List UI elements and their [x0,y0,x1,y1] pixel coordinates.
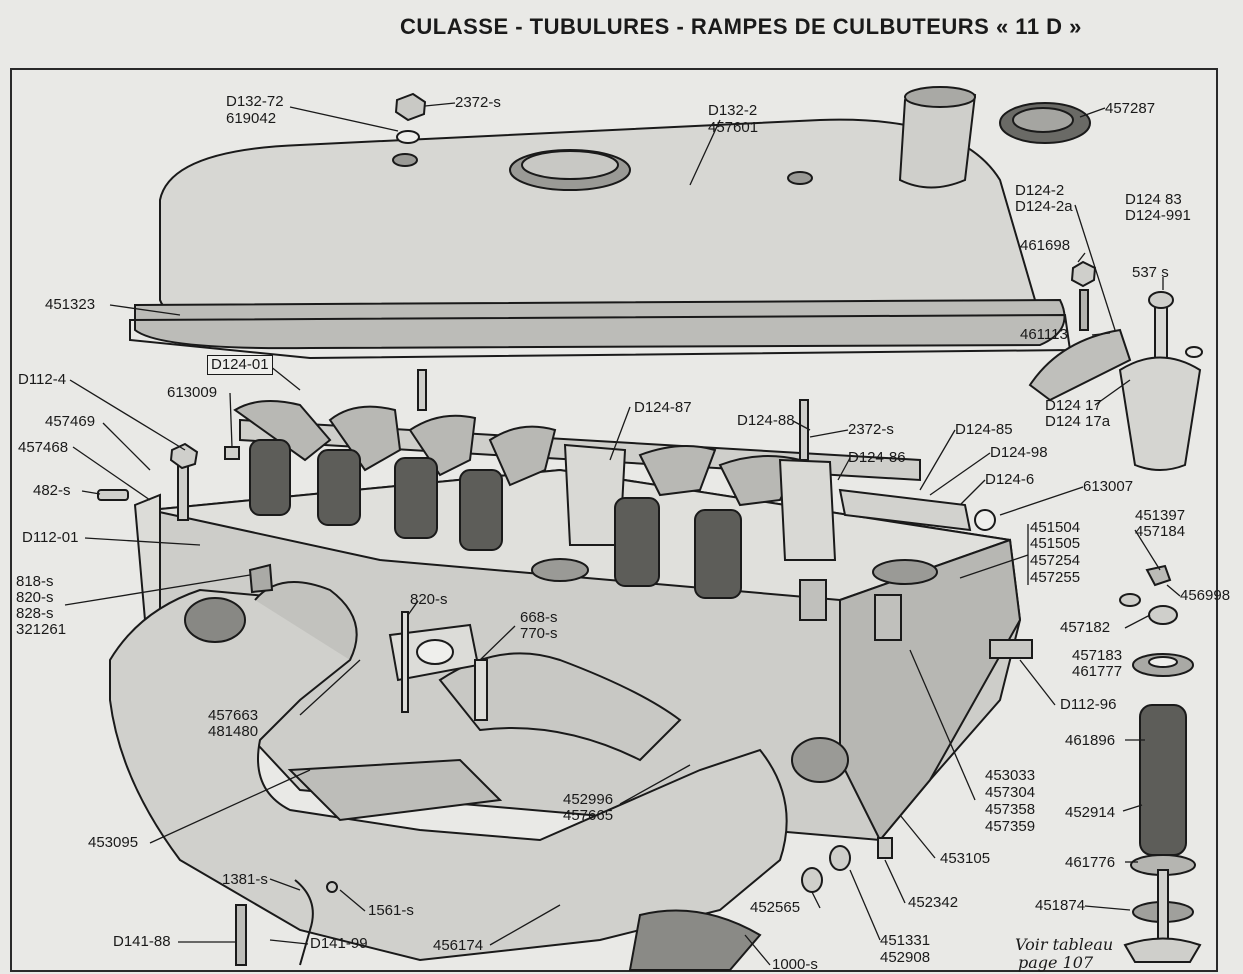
valve-springs [249,439,742,599]
label-457358: 457358 [985,801,1036,818]
label-d124-87: D124-87 [634,399,692,416]
label-452996: 452996 [563,791,614,808]
label-d124-2a: D124-2a [1015,198,1073,215]
label-457359: 457359 [985,818,1036,835]
label-457468: 457468 [18,439,69,456]
label-457304: 457304 [985,784,1036,801]
label-1000-s: 1000-s [772,956,818,973]
label-d124-83: D124 83 [1125,191,1182,208]
label-482-s: 482-s [33,482,71,499]
label-820-s-b: 820-s [410,591,448,608]
label-2372-s-mid: 2372-s [848,421,894,438]
label-d124-01: D124-01 [207,355,273,375]
leader-lines [64,102,1181,966]
label-457183: 457183 [1072,647,1123,664]
label-457601: 457601 [708,119,759,136]
label-451504: 451504 [1030,519,1081,536]
cylinder-head [148,468,1033,842]
label-613007: 613007 [1083,478,1134,495]
diagram-frame [10,68,1218,972]
small-parts [97,446,893,966]
label-451397: 451397 [1135,507,1186,524]
rocker-shaft [233,400,996,561]
label-d112-4: D112-4 [18,371,67,388]
label-668-s: 668-s [520,609,558,626]
label-1381-s: 1381-s [222,871,268,888]
note-page-107: page 107 [1018,953,1094,972]
label-457184: 457184 [1135,523,1186,540]
label-457287: 457287 [1105,100,1156,117]
exhaust-manifold [109,581,788,971]
label-d124-98: D124-98 [990,444,1048,461]
label-452914: 452914 [1065,804,1116,821]
label-d124-17: D124 17 [1045,397,1102,414]
label-820-s-a: 820-s [16,589,54,606]
label-2372-s-top: 2372-s [455,94,501,111]
label-613009: 613009 [167,384,218,401]
label-451323: 451323 [45,296,96,313]
label-461113: 461113 [1020,326,1068,343]
carburettor-flange [388,611,488,721]
cover-gasket [129,313,1072,360]
label-d124-86: D124-86 [848,449,906,466]
label-d124-6: D124-6 [985,471,1035,488]
label-537-s: 537 s [1132,264,1169,281]
label-457663: 457663 [208,707,259,724]
label-828-s: 828-s [16,605,54,622]
label-461896: 461896 [1065,732,1116,749]
label-d124-991: D124-991 [1125,207,1191,224]
label-451505: 451505 [1030,535,1081,552]
label-453105: 453105 [940,850,991,867]
studs [169,369,809,521]
label-d124-2: D124-2 [1015,182,1065,199]
label-d124-85: D124-85 [955,421,1013,438]
label-d124-88: D124-88 [737,412,795,429]
manifold-stud [248,563,274,594]
label-1561-s: 1561-s [368,902,414,919]
label-457255: 457255 [1030,569,1081,586]
rocker-parts-right [1028,260,1203,471]
label-d124-17a: D124 17a [1045,413,1111,430]
label-451331: 451331 [880,932,931,949]
label-453033: 453033 [985,767,1036,784]
rocker-cover [134,86,1066,350]
label-461776: 461776 [1065,854,1116,871]
label-d112-01: D112-01 [22,529,79,546]
label-456998: 456998 [1180,587,1231,604]
label-d141-88: D141-88 [113,933,171,950]
label-452908: 452908 [880,949,931,966]
label-452565: 452565 [750,899,801,916]
label-452342: 452342 [908,894,959,911]
label-321261: 321261 [16,621,67,638]
label-d141-99: D141-99 [310,935,368,952]
label-457182: 457182 [1060,619,1111,636]
label-770-s: 770-s [520,625,558,642]
note-voir-tableau: Voir tableau [1015,935,1114,954]
valve-assembly [1119,564,1202,963]
cover-nut [394,92,427,144]
page-title: CULASSE - TUBULURES - RAMPES DE CULBUTEU… [400,14,1082,39]
label-d132-72: D132-72 [226,93,284,110]
label-481480: 481480 [208,723,259,740]
oil-cap [999,102,1091,144]
label-461777: 461777 [1072,663,1123,680]
label-461698: 461698 [1020,237,1071,254]
label-d112-96: D112-96 [1060,696,1117,713]
label-456174: 456174 [433,937,484,954]
label-457665: 457665 [563,807,614,824]
label-457254: 457254 [1030,552,1081,569]
label-457469: 457469 [45,413,96,430]
label-451874: 451874 [1035,897,1086,914]
label-453095: 453095 [88,834,139,851]
label-818-s: 818-s [16,573,54,590]
label-619042: 619042 [226,110,277,127]
label-d132-2: D132-2 [708,102,758,119]
